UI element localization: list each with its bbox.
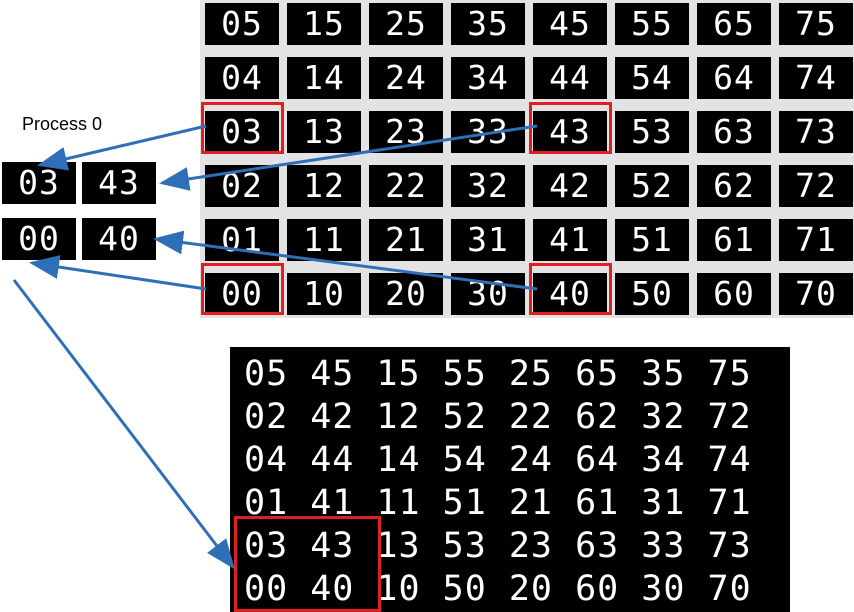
grid-cell-14: 14	[287, 57, 361, 99]
grid-cell-50: 50	[615, 273, 689, 315]
grid-cell-01: 01	[205, 219, 279, 261]
grid-cell-34: 34	[451, 57, 525, 99]
grid-cell-41: 41	[533, 219, 607, 261]
grid-cell-72: 72	[779, 165, 853, 207]
highlight-result-block	[234, 516, 381, 612]
result-row: 01 41 11 51 21 61 31 71	[244, 483, 752, 523]
result-row: 04 44 14 54 24 64 34 74	[244, 440, 752, 480]
grid-cell-35: 35	[451, 3, 525, 45]
grid-cell-55: 55	[615, 3, 689, 45]
grid-cell-51: 51	[615, 219, 689, 261]
result-row: 02 42 12 52 22 62 32 72	[244, 397, 752, 437]
result-row: 00 40 10 50 20 60 30 70	[244, 569, 752, 609]
grid-cell-44: 44	[533, 57, 607, 99]
grid-cell-25: 25	[369, 3, 443, 45]
grid-cell-11: 11	[287, 219, 361, 261]
grid-cell-03: 03	[205, 111, 279, 153]
grid-cell-63: 63	[697, 111, 771, 153]
source-grid	[200, 0, 854, 318]
grid-cell-43: 43	[533, 111, 607, 153]
arrow-03	[37, 124, 207, 171]
arrow-00	[29, 255, 207, 291]
grid-cell-73: 73	[779, 111, 853, 153]
grid-cell-15: 15	[287, 3, 361, 45]
result-block	[230, 347, 790, 612]
arrow-40	[153, 230, 538, 291]
grid-cell-22: 22	[369, 165, 443, 207]
grid-cell-54: 54	[615, 57, 689, 99]
grid-cell-42: 42	[533, 165, 607, 207]
process-cell-00: 00	[2, 218, 76, 260]
result-row: 03 43 13 53 23 63 33 73	[244, 526, 752, 566]
grid-cell-65: 65	[697, 3, 771, 45]
grid-cell-45: 45	[533, 3, 607, 45]
arrow-to-result	[12, 279, 235, 570]
grid-cell-02: 02	[205, 165, 279, 207]
arrow-43	[159, 124, 538, 191]
grid-cell-21: 21	[369, 219, 443, 261]
grid-cell-64: 64	[697, 57, 771, 99]
grid-cell-61: 61	[697, 219, 771, 261]
grid-cell-10: 10	[287, 273, 361, 315]
grid-cell-20: 20	[369, 273, 443, 315]
grid-cell-75: 75	[779, 3, 853, 45]
result-row: 05 45 15 55 25 65 35 75	[244, 354, 752, 394]
process-cell-40: 40	[82, 218, 156, 260]
process-label: Process 0	[22, 114, 103, 134]
grid-cell-53: 53	[615, 111, 689, 153]
process-cell-43: 43	[82, 162, 156, 204]
grid-cell-40: 40	[533, 273, 607, 315]
grid-cell-71: 71	[779, 219, 853, 261]
grid-cell-12: 12	[287, 165, 361, 207]
grid-cell-05: 05	[205, 3, 279, 45]
grid-cell-60: 60	[697, 273, 771, 315]
grid-cell-52: 52	[615, 165, 689, 207]
grid-cell-32: 32	[451, 165, 525, 207]
grid-cell-00: 00	[205, 273, 279, 315]
grid-cell-70: 70	[779, 273, 853, 315]
grid-cell-04: 04	[205, 57, 279, 99]
grid-cell-62: 62	[697, 165, 771, 207]
grid-cell-13: 13	[287, 111, 361, 153]
grid-cell-74: 74	[779, 57, 853, 99]
grid-cell-31: 31	[451, 219, 525, 261]
grid-cell-24: 24	[369, 57, 443, 99]
